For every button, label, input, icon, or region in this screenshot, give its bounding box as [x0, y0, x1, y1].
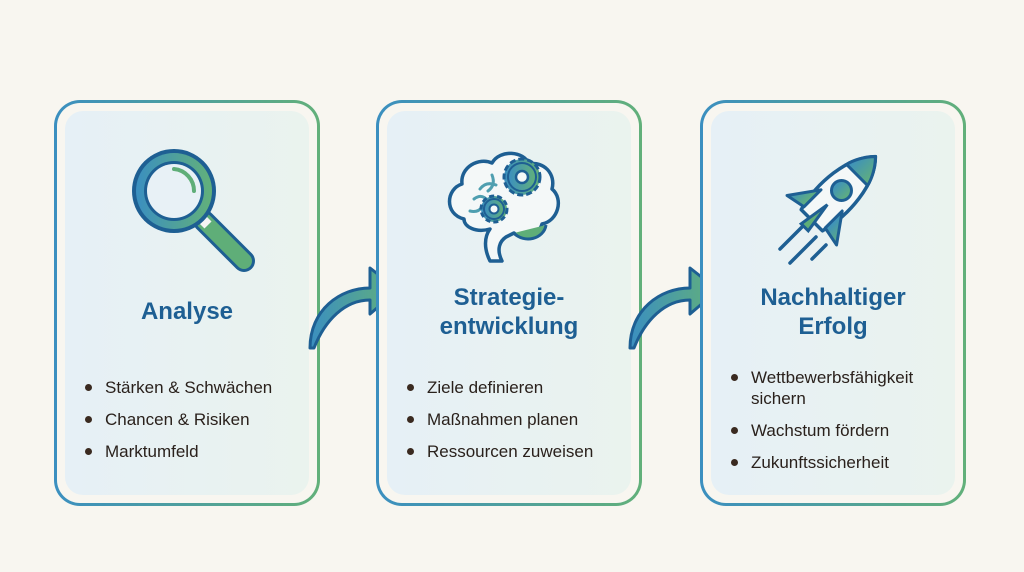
- list-item: Chancen & Risiken: [83, 409, 301, 430]
- step-card-strategie: Strategie- entwicklung Ziele definieren …: [376, 100, 642, 506]
- bullet-icon: [407, 448, 414, 455]
- step-list: Ziele definieren Maßnahmen planen Ressou…: [405, 377, 623, 473]
- step-card-analyse: Analyse Stärken & Schwächen Chancen & Ri…: [54, 100, 320, 506]
- step-list: Stärken & Schwächen Chancen & Risiken Ma…: [83, 377, 301, 473]
- bullet-icon: [407, 384, 414, 391]
- step-list: Wettbewerbsfähigkeit sichern Wachstum fö…: [729, 367, 947, 484]
- step-title-line: entwicklung: [439, 313, 579, 340]
- step-title-line: Strategie-: [453, 284, 565, 311]
- list-item: Wachstum fördern: [729, 420, 947, 441]
- list-item: Ziele definieren: [405, 377, 623, 398]
- step-title-line: Nachhaltiger: [760, 284, 906, 311]
- list-item: Marktumfeld: [83, 441, 301, 462]
- magnifier-icon: [132, 149, 255, 272]
- step-title: Strategie- entwicklung: [387, 283, 631, 341]
- step-title: Nachhaltiger Erfolg: [711, 283, 955, 341]
- bullet-icon: [85, 416, 92, 423]
- bullet-icon: [731, 374, 738, 381]
- list-item: Wettbewerbsfähigkeit sichern: [729, 367, 961, 409]
- step-title-line: Analyse: [140, 298, 234, 325]
- list-item: Stärken & Schwächen: [83, 377, 301, 398]
- list-item: Ressourcen zuweisen: [405, 441, 623, 462]
- bullet-icon: [731, 459, 738, 466]
- step-card-erfolg: Nachhaltiger Erfolg Wettbewerbsfähigkeit…: [700, 100, 966, 506]
- bullet-icon: [85, 384, 92, 391]
- list-item: Maßnahmen planen: [405, 409, 623, 430]
- bullet-icon: [731, 427, 738, 434]
- step-title-line: Erfolg: [798, 313, 868, 340]
- bullet-icon: [407, 416, 414, 423]
- bullet-icon: [85, 448, 92, 455]
- brain-gears-icon: [447, 151, 561, 263]
- step-title: Analyse: [65, 297, 309, 326]
- rocket-icon: [778, 154, 878, 265]
- list-item: Zukunftssicherheit: [729, 452, 947, 473]
